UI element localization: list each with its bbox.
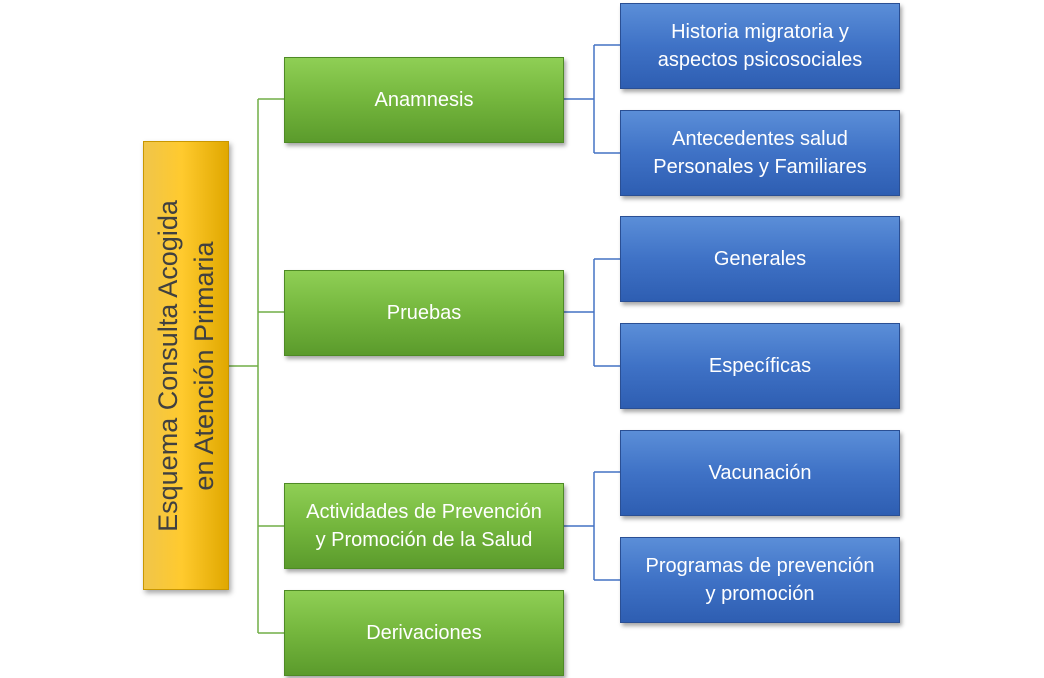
node-historia-label-line1: Historia migratoria y xyxy=(671,21,849,43)
node-programas-label-line2: y promoción xyxy=(705,583,815,605)
node-especificas-label: Específicas xyxy=(708,355,812,377)
node-derivaciones-label: Derivaciones xyxy=(366,622,482,644)
node-programas-label-line1: Programas de prevención xyxy=(645,555,875,577)
node-especificas: Específicas xyxy=(620,323,900,409)
node-actividades-label-line2: y Promoción de la Salud xyxy=(315,529,533,551)
node-vacunacion-label: Vacunación xyxy=(708,462,812,484)
root-label-line2: en Atención Primaria xyxy=(189,240,219,491)
node-pruebas-label: Pruebas xyxy=(386,302,462,324)
node-antecedentes-salud: Antecedentes salud Personales y Familiar… xyxy=(620,110,900,196)
root-label-line1: Esquema Consulta Acogida xyxy=(153,199,183,532)
node-vacunacion: Vacunación xyxy=(620,430,900,516)
root-node: Esquema Consulta Acogida en Atención Pri… xyxy=(143,141,229,590)
node-derivaciones: Derivaciones xyxy=(284,590,564,676)
node-pruebas: Pruebas xyxy=(284,270,564,356)
node-historia-label-line2: aspectos psicosociales xyxy=(657,49,863,71)
node-anamnesis: Anamnesis xyxy=(284,57,564,143)
root-label: Esquema Consulta Acogida en Atención Pri… xyxy=(150,200,222,532)
node-antecedentes-label-line2: Personales y Familiares xyxy=(653,156,867,178)
node-actividades-prevencion: Actividades de Prevención y Promoción de… xyxy=(284,483,564,569)
node-generales-label: Generales xyxy=(713,248,807,270)
node-anamnesis-label: Anamnesis xyxy=(374,89,474,111)
node-actividades-label-line1: Actividades de Prevención xyxy=(306,501,542,523)
node-antecedentes-label-line1: Antecedentes salud xyxy=(672,128,848,150)
node-programas-prevencion: Programas de prevención y promoción xyxy=(620,537,900,623)
node-historia-migratoria: Historia migratoria y aspectos psicosoci… xyxy=(620,3,900,89)
node-generales: Generales xyxy=(620,216,900,302)
